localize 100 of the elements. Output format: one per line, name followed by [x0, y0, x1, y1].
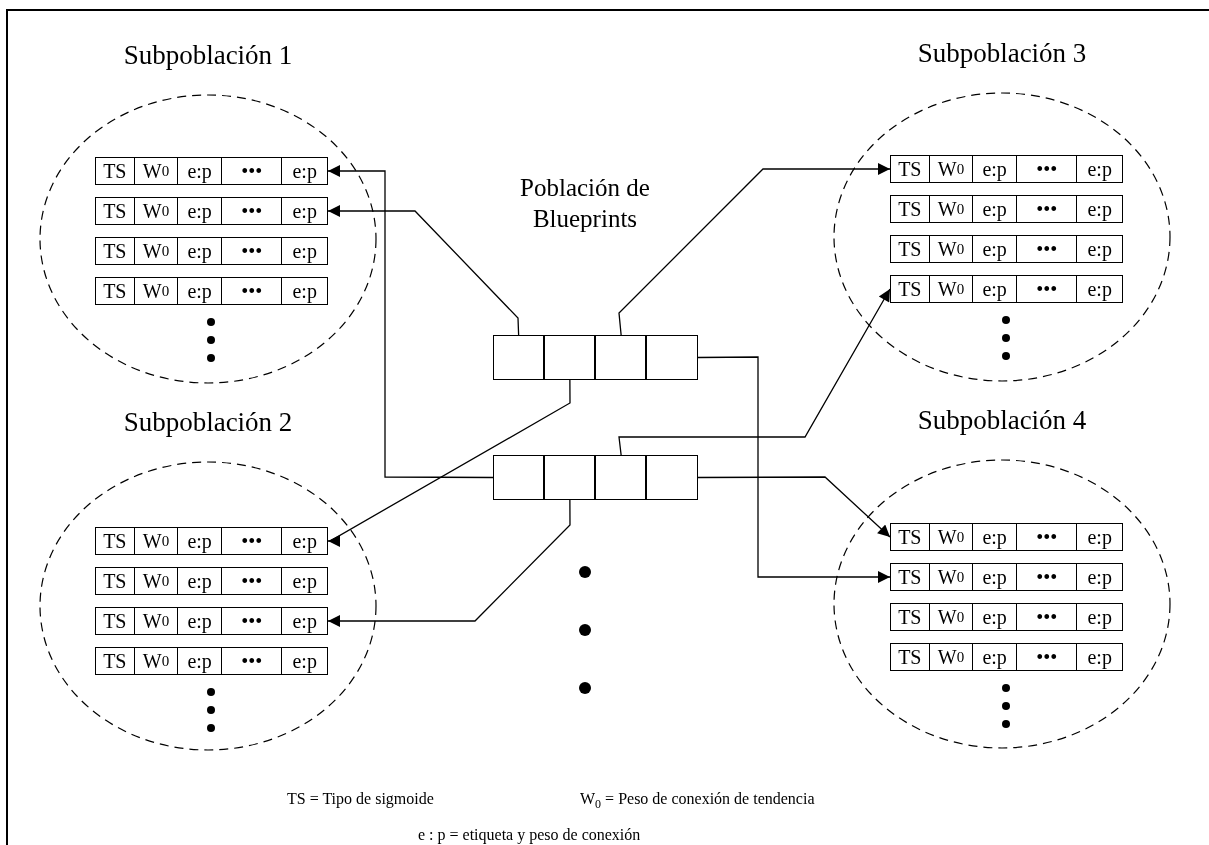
group-title: Subpoblación 3: [917, 38, 1087, 69]
gene-field: TS: [891, 196, 930, 222]
gene-field: TS: [891, 564, 930, 590]
gene-field: e:p: [973, 236, 1017, 262]
gene-field: •••: [221, 198, 283, 224]
gene-field: e:p: [178, 648, 222, 674]
gene-field: e:p: [1077, 276, 1122, 302]
record-row: [95, 237, 328, 265]
gene-field: e:p: [1077, 644, 1122, 670]
gene-field: e:p: [1077, 524, 1122, 550]
arrow: [327, 379, 571, 547]
gene-field: e:p: [178, 568, 222, 594]
arrow: [327, 165, 494, 479]
gene-field: TS: [891, 644, 930, 670]
gene-field: •••: [1016, 236, 1078, 262]
gene-field: e:p: [282, 278, 327, 304]
gene-field: e:p: [973, 564, 1017, 590]
record-row: [890, 195, 1123, 223]
legend-note: e : p = etiqueta y peso de conexión: [418, 826, 641, 844]
gene-field: TS: [96, 528, 135, 554]
gene-field: e:p: [178, 528, 222, 554]
gene-field: e:p: [973, 196, 1017, 222]
gene-field: e:p: [178, 238, 222, 264]
gene-field: TS: [96, 608, 135, 634]
gene-field: •••: [221, 568, 283, 594]
gene-field: •••: [221, 648, 283, 674]
gene-field: e:p: [1077, 156, 1122, 182]
group-title: Subpoblación 1: [123, 40, 293, 71]
legend-note: W$_{0}$ = Peso de conexión de tendencia: [580, 790, 815, 813]
record-row: [95, 567, 328, 595]
gene-field: TS: [96, 278, 135, 304]
gene-field: •••: [1016, 604, 1078, 630]
gene-field: TS: [96, 238, 135, 264]
gene-field: e:p: [282, 528, 327, 554]
record-row: [890, 235, 1123, 263]
gene-field: e:p: [282, 648, 327, 674]
arrow: [327, 499, 571, 627]
arrow: [618, 163, 891, 336]
gene-field: e:p: [178, 158, 222, 184]
record-row: [95, 607, 328, 635]
gene-field: e:p: [282, 158, 327, 184]
gene-field: e:p: [973, 524, 1017, 550]
gene-field: •••: [1016, 564, 1078, 590]
gene-field: •••: [221, 528, 283, 554]
arrow: [697, 476, 891, 538]
legend-note: TS = Tipo de sigmoide: [287, 790, 434, 808]
record-row: [95, 647, 328, 675]
gene-field: TS: [96, 198, 135, 224]
blueprint-slot: [543, 334, 595, 380]
gene-field: e:p: [178, 198, 222, 224]
record-row: [890, 643, 1123, 671]
gene-field: TS: [891, 236, 930, 262]
gene-field: •••: [1016, 156, 1078, 182]
gene-field: e:p: [973, 604, 1017, 630]
record-row: [95, 197, 328, 225]
gene-field: TS: [96, 648, 135, 674]
gene-field: e:p: [1077, 196, 1122, 222]
section-title: Población de Blueprints: [519, 173, 651, 234]
record-row: [95, 527, 328, 555]
group-title: Subpoblación 2: [123, 407, 293, 438]
gene-field: e:p: [178, 608, 222, 634]
gene-field: TS: [891, 524, 930, 550]
gene-field: e:p: [1077, 236, 1122, 262]
record-row: [890, 563, 1123, 591]
gene-field: •••: [1016, 276, 1078, 302]
gene-field: TS: [96, 568, 135, 594]
gene-field: TS: [96, 158, 135, 184]
record-row: [890, 603, 1123, 631]
gene-field: •••: [1016, 524, 1078, 550]
gene-field: TS: [891, 604, 930, 630]
gene-field: •••: [1016, 196, 1078, 222]
arrow: [697, 356, 891, 583]
gene-field: e:p: [973, 276, 1017, 302]
gene-field: e:p: [282, 198, 327, 224]
gene-field: e:p: [973, 644, 1017, 670]
gene-field: TS: [891, 156, 930, 182]
gene-field: TS: [891, 276, 930, 302]
blueprint-slot: [543, 454, 595, 500]
record-row: [95, 157, 328, 185]
gene-field: e:p: [1077, 604, 1122, 630]
record-row: [890, 275, 1123, 303]
blueprint-slot: [595, 334, 647, 380]
gene-field: e:p: [282, 238, 327, 264]
gene-field: e:p: [1077, 564, 1122, 590]
gene-field: •••: [1016, 644, 1078, 670]
record-row: [95, 277, 328, 305]
arrow: [327, 205, 520, 336]
arrow: [618, 288, 891, 456]
gene-field: e:p: [973, 156, 1017, 182]
blueprint-slot: [595, 454, 647, 500]
record-row: [890, 155, 1123, 183]
record-row: [890, 523, 1123, 551]
gene-field: e:p: [178, 278, 222, 304]
gene-field: •••: [221, 238, 283, 264]
gene-field: •••: [221, 158, 283, 184]
gene-field: •••: [221, 278, 283, 304]
gene-field: e:p: [282, 568, 327, 594]
group-title: Subpoblación 4: [917, 405, 1087, 436]
gene-field: •••: [221, 608, 283, 634]
gene-field: e:p: [282, 608, 327, 634]
